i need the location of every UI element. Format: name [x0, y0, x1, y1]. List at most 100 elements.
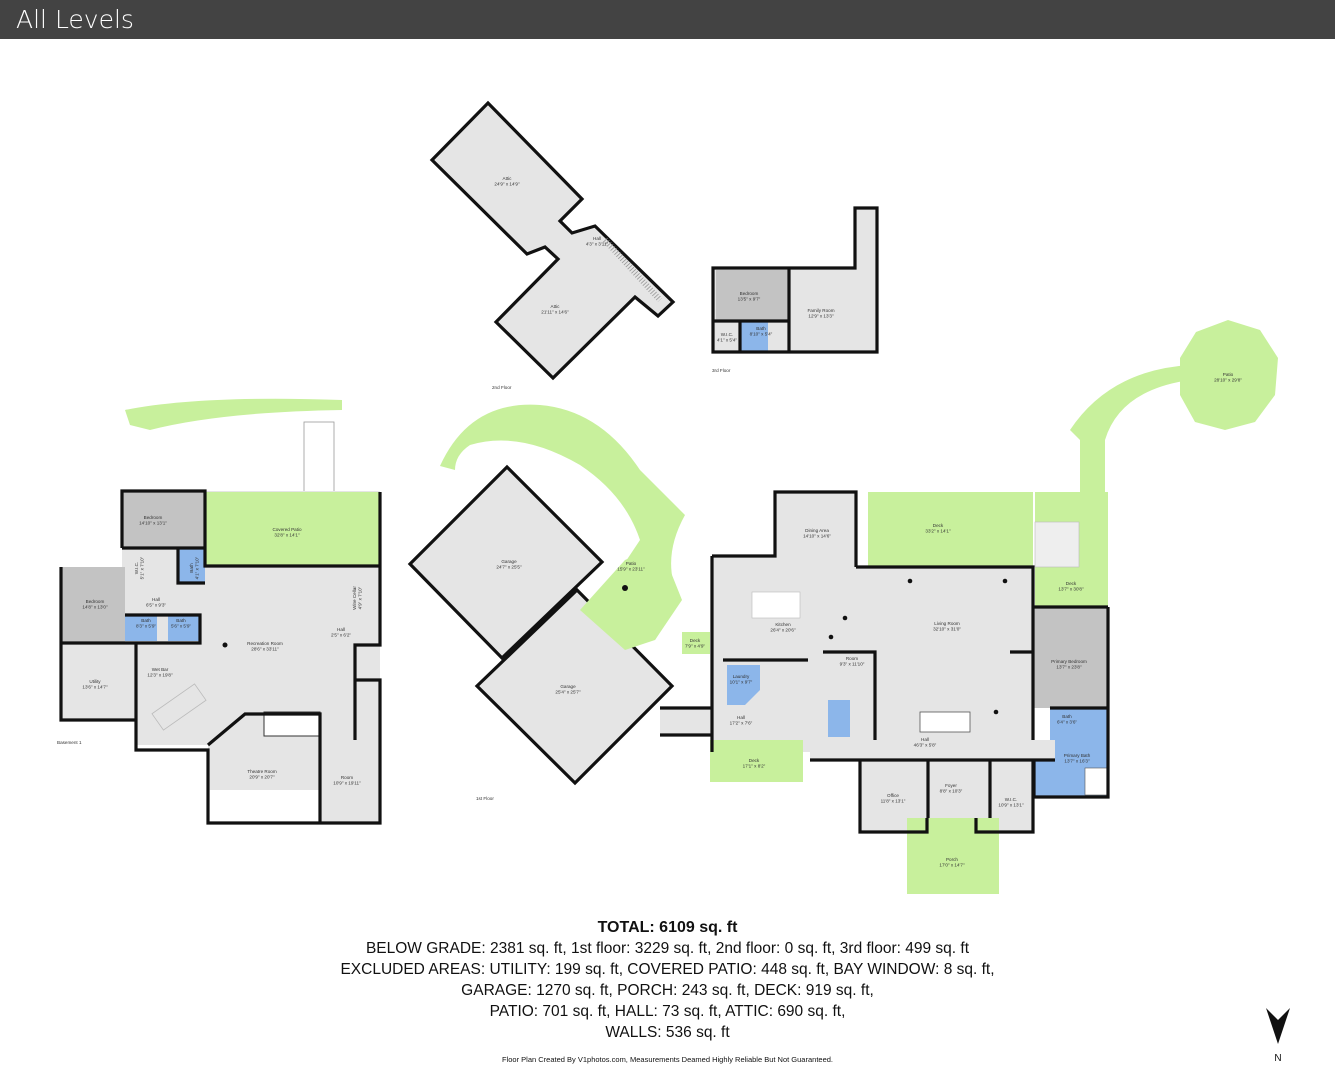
room-name: Office [887, 793, 899, 798]
room-name: Bedroom [86, 599, 105, 604]
room-dimensions: 10'1" x 9'7" [730, 680, 753, 685]
room-name: W.I.C. [134, 562, 139, 575]
room-deck-small [682, 632, 710, 654]
room-dimensions: 13'7" x 23'8" [1056, 665, 1082, 670]
room-dimensions: 12'3" x 19'8" [147, 673, 173, 678]
room-name: Living Room [934, 621, 960, 626]
room-dimensions: 13'7" x 16'3" [1064, 759, 1090, 764]
room-laundry [727, 665, 760, 705]
second-floor-plan: 2nd Floor [429, 100, 676, 390]
room-name: Hall [152, 597, 160, 602]
summary-line: BELOW GRADE: 2381 sq. ft, 1st floor: 322… [365, 940, 970, 957]
room-bath-2 [125, 615, 157, 641]
basement-plan: Basement 1 [57, 398, 382, 825]
attic-area [432, 103, 673, 378]
room-dimensions: 4'9" x 7'10" [358, 586, 363, 609]
room-name: Bath [176, 618, 186, 623]
room-dimensions: 24'9" x 14'9" [494, 182, 520, 187]
floor-label-basement: Basement 1 [57, 740, 82, 745]
room-name: Deck [749, 758, 760, 763]
room-dimensions: 32'10" x 31'0" [933, 627, 961, 632]
room-name: Dining Area [805, 528, 829, 533]
room-dimensions: 9'3" x 11'10" [840, 662, 865, 667]
floor-label-first: 1st Floor [476, 796, 494, 801]
room-dimensions: 17'1" x 8'2" [743, 764, 766, 769]
floor-label-third: 3rd Floor [712, 368, 731, 373]
room-name: Bedroom [144, 515, 163, 520]
shower [1084, 767, 1108, 796]
room-dimensions: 20'9" x 20'7" [249, 775, 275, 780]
room-dimensions: 12'9" x 13'3" [808, 314, 834, 319]
stairs [303, 421, 335, 493]
fireplace [919, 711, 971, 733]
room-name: Deck [690, 638, 701, 643]
room-name: Bath [141, 618, 151, 623]
room-name: Primary Bedroom [1051, 659, 1087, 664]
stairs [602, 237, 663, 303]
room-name: Attic [551, 304, 561, 309]
room-dimensions: 4'3" x 3'11" [586, 242, 609, 247]
area-summary: TOTAL: 6109 sq. ft BELOW GRADE: 2381 sq.… [0, 918, 1335, 1064]
room-dimensions: 4'1" x 5'4" [717, 338, 737, 343]
wet-bar-counter [151, 683, 207, 731]
room-dimensions: 25'4" x 25'7" [555, 690, 581, 695]
summary-line: WALLS: 536 sq. ft [605, 1024, 730, 1041]
room-name: Room [341, 775, 353, 780]
room-name: Deck [933, 523, 944, 528]
room-name: Foyer [945, 783, 957, 788]
first-floor-plan: 1st Floor [407, 320, 1278, 894]
room-dimensions: 14'10" x 13'1" [139, 521, 167, 526]
basement-floor [61, 491, 380, 823]
total-area: TOTAL: 6109 sq. ft [597, 919, 738, 936]
room-dimensions: 4'1" x 7'10" [195, 556, 200, 579]
room-name: W.I.C. [721, 332, 734, 337]
column [222, 642, 228, 648]
compass: N [1262, 1006, 1294, 1064]
room-name: Patio [626, 561, 637, 566]
floor-label-second: 2nd Floor [492, 385, 512, 390]
summary-line: PATIO: 701 sq. ft, HALL: 73 sq. ft, ATTI… [489, 1003, 846, 1020]
room-dimensions: 33'2" x 14'1" [925, 529, 951, 534]
room-bedroom-3 [716, 270, 789, 321]
room-name: Family Room [807, 308, 834, 313]
room-primary-bedroom [1033, 608, 1108, 708]
room-name: Hall [593, 236, 601, 241]
room-dimensions: 46'3" x 5'8" [914, 743, 937, 748]
room-deck-2 [1035, 567, 1108, 607]
room-name: Garage [501, 559, 517, 564]
room-bedroom-1 [122, 491, 205, 548]
room-dimensions: 15'9" x 23'11" [617, 567, 645, 572]
room-covered-patio [205, 492, 380, 566]
room-name: Hall [337, 627, 345, 632]
room-name: Bath [1062, 714, 1072, 719]
north-arrow-icon [1266, 1008, 1290, 1044]
room-dimensions: 13'5" x 9'7" [738, 297, 761, 302]
room-name: Bath [189, 563, 194, 573]
room-round-patio [1180, 320, 1278, 430]
room-dimensions: 5'6" x 5'9" [171, 624, 191, 629]
room-dimensions: 6'5" x 9'3" [146, 603, 166, 608]
room-name: Wine Cellar [352, 586, 357, 610]
fireplace [263, 711, 321, 737]
room-dimensions: 8'3" x 5'9" [136, 624, 156, 629]
room-name: Theatre Room [247, 769, 277, 774]
room-name: Wet Bar [152, 667, 169, 672]
room-dimensions: 8'8" x 10'3" [940, 789, 963, 794]
summary-line: EXCLUDED AREAS: UTILITY: 199 sq. ft, COV… [340, 961, 995, 978]
room-dimensions: 28'10" x 29'8" [1214, 378, 1242, 383]
room-name: Attic [503, 176, 513, 181]
room-name: Laundry [733, 674, 750, 679]
room-name: Kitchen [775, 622, 791, 627]
room-dimensions: 10'9" x 19'11" [333, 781, 361, 786]
kitchen-island [751, 591, 801, 619]
room-name: Deck [1066, 581, 1077, 586]
room-bath-1 [178, 549, 205, 583]
room-dimensions: 14'8" x 13'0" [82, 605, 108, 610]
room-bedroom-2 [61, 567, 125, 643]
credit-text: Floor Plan Created By V1photos.com, Meas… [502, 1055, 833, 1064]
room-name: Room [846, 656, 858, 661]
room-patio-1 [580, 545, 682, 650]
room-bath-5 [828, 700, 850, 737]
room-dimensions: 14'10" x 14'6" [803, 534, 831, 539]
